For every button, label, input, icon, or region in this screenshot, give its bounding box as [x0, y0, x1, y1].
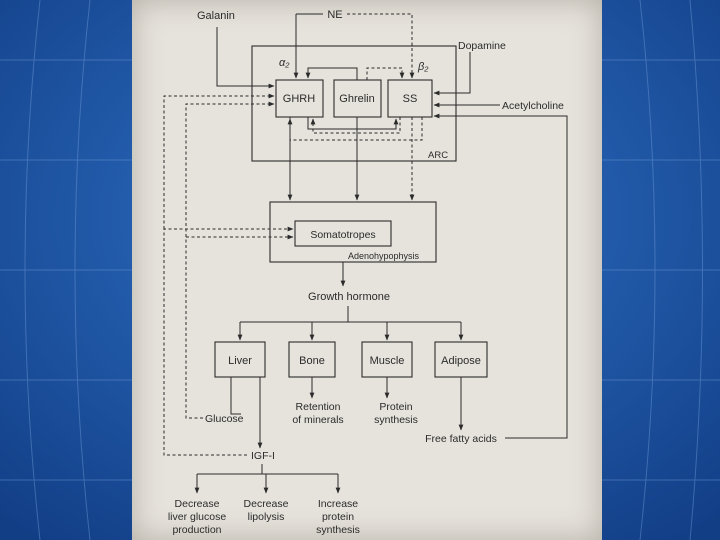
protein-synthesis-label-1: Protein [379, 401, 412, 413]
glucose-feedback-to-ghrh-arrow [185, 101, 275, 237]
dopamine-label: Dopamine [458, 40, 506, 52]
liver-label: Liver [228, 355, 252, 367]
dopamine-arrow [433, 52, 471, 96]
ghrelin-label: Ghrelin [339, 93, 374, 105]
bone-label: Bone [299, 355, 325, 367]
ghrh-label: GHRH [283, 93, 315, 105]
glucose-label: Glucose [205, 413, 244, 425]
out1-label-1: Decrease [175, 498, 220, 510]
retention-label-2: of minerals [292, 414, 343, 426]
ghrh-box [275, 79, 324, 118]
out3-label-2: protein [322, 511, 354, 523]
out1-label-3: production [172, 524, 221, 536]
adipose-label: Adipose [441, 355, 481, 367]
somatotropes-label: Somatotropes [310, 229, 375, 241]
somatotropes-box [294, 220, 392, 247]
beta2-label: β₂ [417, 61, 429, 73]
ffa-feedback-arrow [433, 113, 568, 439]
growth-hormone-label: Growth hormone [308, 291, 390, 303]
liver-to-glucose-line [230, 377, 241, 415]
ghrh-to-ss-arrow [307, 117, 399, 130]
ne-label: NE [327, 9, 342, 21]
igf-label: IGF-I [251, 450, 275, 462]
ss-box [387, 79, 433, 118]
out1-label-2: liver glucose [168, 511, 227, 523]
alpha2-label: α₂ [279, 57, 290, 69]
out3-label-1: Increase [318, 498, 358, 510]
igf-feedback-arrow [163, 226, 294, 456]
galanin-arrow [216, 27, 275, 89]
ffa-label: Free fatty acids [425, 433, 497, 445]
ghrelin-to-ss-arrow [366, 67, 405, 80]
out2-label-1: Decrease [244, 498, 289, 510]
ghrelin-to-ghrh-arrow [305, 67, 358, 80]
adenohypophysis-label: Adenohypophysis [348, 251, 420, 261]
igf-feedback-to-ghrh-arrow [163, 93, 275, 229]
acetylcholine-label: Acetylcholine [502, 100, 564, 112]
ss-label: SS [403, 93, 418, 105]
glucose-feedback-arrow [185, 234, 294, 419]
out3-label-3: synthesis [316, 524, 360, 536]
liver-box [214, 341, 266, 378]
scanned-page [132, 0, 602, 540]
retention-label-1: Retention [296, 401, 341, 413]
out2-label-2: lipolysis [248, 511, 285, 523]
ss-inhibit-arrow [310, 117, 401, 134]
galanin-label: Galanin [197, 10, 235, 22]
protein-synthesis-label-2: synthesis [374, 414, 418, 426]
arc-label: ARC [428, 150, 448, 161]
adenohypophysis-box [269, 201, 437, 263]
muscle-label: Muscle [370, 355, 405, 367]
